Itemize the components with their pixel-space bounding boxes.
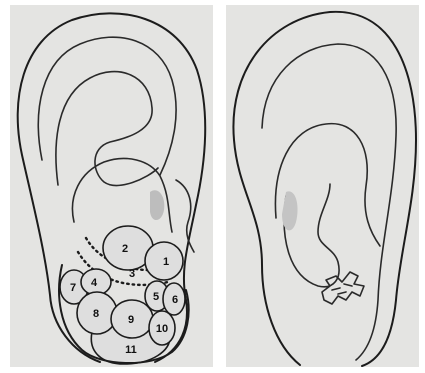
zone-3: 3 bbox=[129, 268, 135, 280]
back-ear-panel-background bbox=[226, 5, 419, 367]
zone-4-label: 4 bbox=[91, 277, 98, 289]
zone-10-label: 10 bbox=[156, 323, 168, 335]
zone-10: 10 bbox=[149, 311, 175, 345]
zone-9: 9 bbox=[111, 300, 153, 338]
zone-6: 6 bbox=[163, 283, 185, 315]
zone-6-label: 6 bbox=[172, 294, 178, 306]
zone-1-label: 1 bbox=[163, 256, 169, 268]
zone-1: 1 bbox=[145, 242, 183, 280]
front-ear-panel: 11 2 1 3 7 4 8 bbox=[10, 5, 213, 367]
zone-3-label: 3 bbox=[129, 268, 135, 280]
zone-4: 4 bbox=[81, 269, 111, 295]
zone-11-label: 11 bbox=[125, 344, 137, 356]
zone-5-label: 5 bbox=[153, 291, 159, 303]
zone-8-label: 8 bbox=[93, 308, 99, 320]
back-ear-panel bbox=[226, 5, 419, 367]
zone-7-label: 7 bbox=[70, 282, 76, 294]
zone-9-label: 9 bbox=[128, 314, 134, 326]
zone-8: 8 bbox=[77, 292, 117, 334]
zone-2-label: 2 bbox=[122, 243, 128, 255]
